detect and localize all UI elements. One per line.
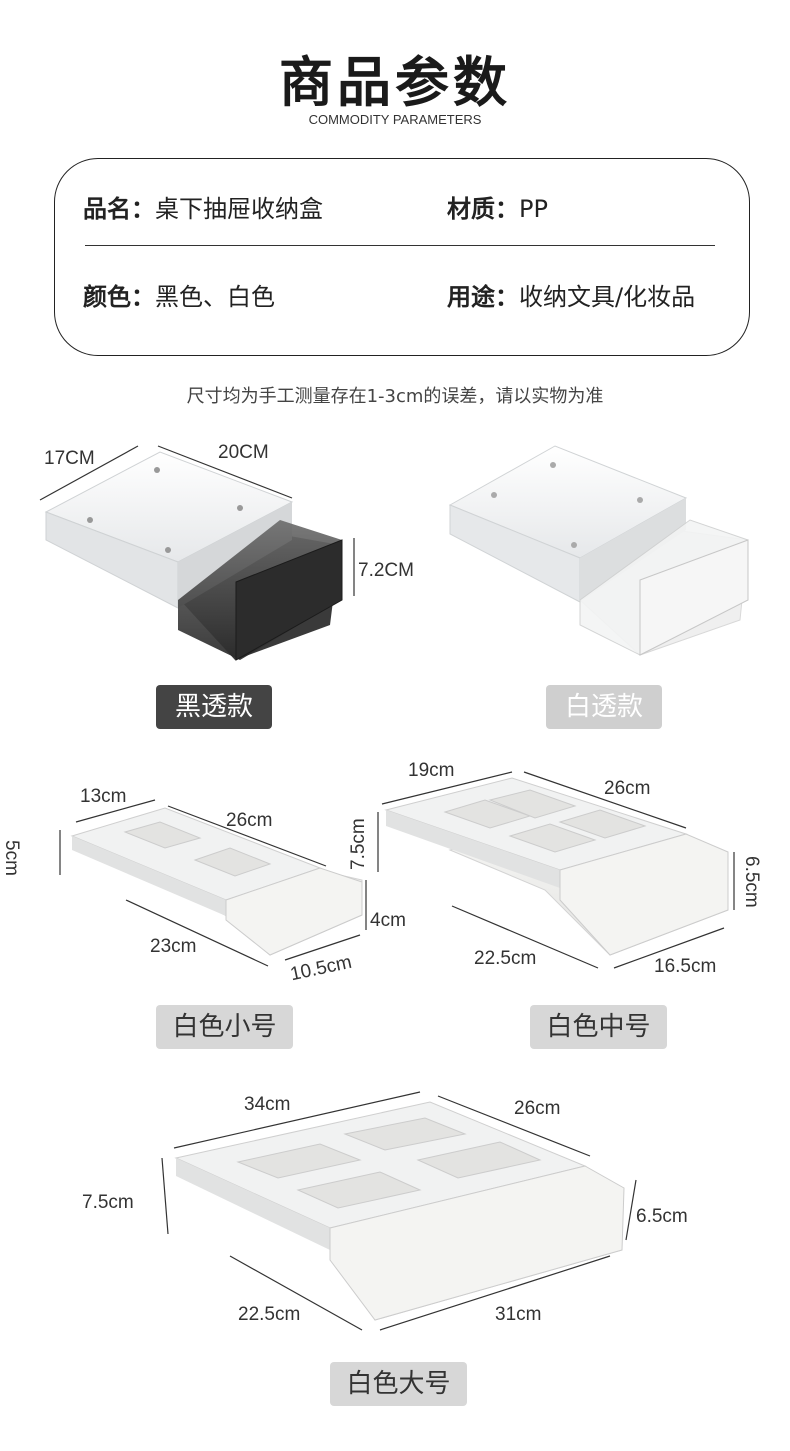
white-drawer-image [448,445,749,656]
small-dim-tray-height: 4cm [370,910,406,931]
parameter-panel: 品名：桌下抽屉收纳盒 材质：PP 颜色：黑色、白色 用途：收纳文具/化妆品 [54,158,750,356]
white-variant-badge: 白透款 [546,685,662,729]
large-dim-tray-height: 6.5cm [636,1206,688,1227]
page-title: 商品参数 [279,51,511,114]
param-material-value: PP [519,195,548,223]
param-material: 材质：PP [447,189,548,224]
param-name-value: 桌下抽屉收纳盒 [155,195,323,223]
medium-white-image [377,771,735,969]
black-variant-badge: 黑透款 [156,685,272,729]
small-dim-width: 26cm [226,810,273,831]
param-color-value: 黑色、白色 [155,283,275,311]
large-white-image [161,1091,637,1331]
small-dim-length: 23cm [150,936,197,957]
param-divider [85,245,715,246]
large-size-badge: 白色大号 [330,1362,467,1406]
param-usage: 用途：收纳文具/化妆品 [447,277,695,312]
black-dim-width: 20CM [218,442,269,463]
param-name: 品名：桌下抽屉收纳盒 [83,189,323,224]
medium-dim-tray-depth: 16.5cm [654,956,717,977]
black-dim-depth: 17CM [44,448,95,469]
small-size-badge: 白色小号 [156,1005,293,1049]
medium-dim-length: 22.5cm [474,948,537,969]
param-usage-key: 用途： [447,283,519,311]
medium-dim-lid-height: 7.5cm [348,818,369,870]
large-dim-tray-depth: 31cm [495,1304,542,1325]
small-dim-depth: 13cm [80,786,127,807]
small-dim-lid-height: 5cm [1,840,22,876]
measurement-note: 尺寸均为手工测量存在1-3cm的误差，请以实物为准 [186,386,604,407]
page-subtitle: COMMODITY PARAMETERS [308,112,482,127]
param-material-key: 材质： [447,195,519,223]
black-drawer-image [39,445,355,661]
medium-dim-width: 26cm [604,778,651,799]
param-usage-value: 收纳文具/化妆品 [519,283,696,311]
param-name-key: 品名： [83,195,155,223]
large-dim-width: 26cm [514,1098,561,1119]
medium-dim-tray-height: 6.5cm [741,856,762,908]
small-white-image [59,799,367,967]
large-dim-lid-height: 7.5cm [82,1192,134,1213]
black-dim-height: 7.2CM [358,560,414,581]
param-color: 颜色：黑色、白色 [83,277,275,312]
medium-dim-depth: 19cm [408,760,455,781]
large-dim-length: 22.5cm [238,1304,301,1325]
large-dim-depth: 34cm [244,1094,291,1115]
medium-size-badge: 白色中号 [530,1005,667,1049]
param-color-key: 颜色： [83,283,155,311]
